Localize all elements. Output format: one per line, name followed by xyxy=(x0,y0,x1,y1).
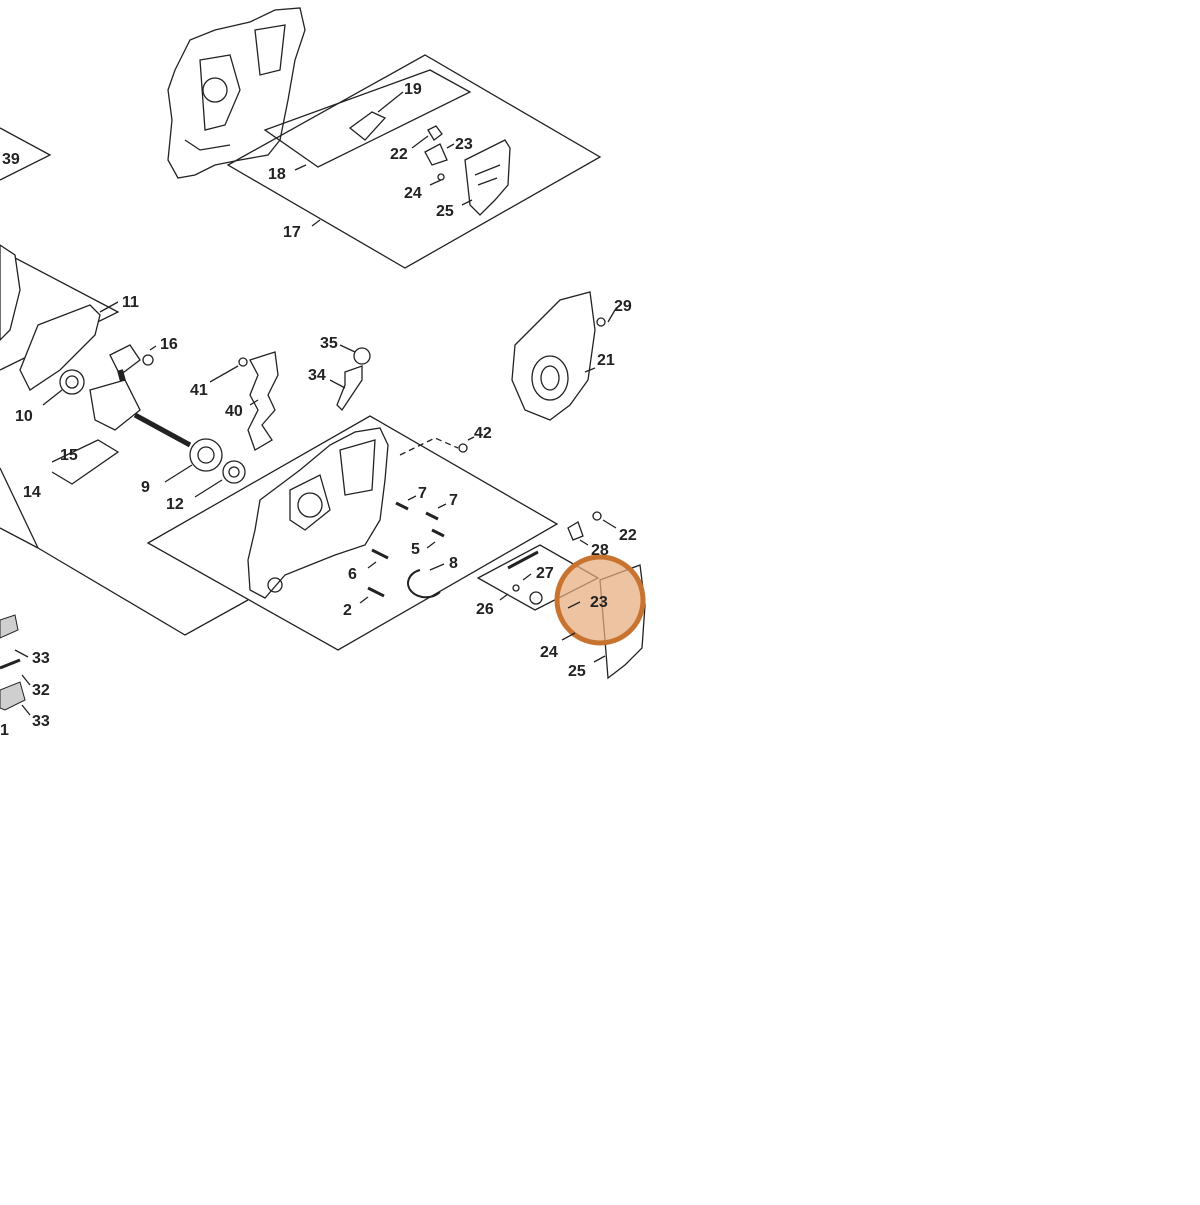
screws-7-5-6-2 xyxy=(367,501,445,598)
callout-label: 1 xyxy=(0,722,9,739)
callout-label: 19 xyxy=(404,81,422,98)
callout-label: 7 xyxy=(449,492,458,509)
part-33-32-left xyxy=(0,614,26,711)
part-8-circlip xyxy=(407,569,441,599)
part-19 xyxy=(348,95,399,141)
connector-42 xyxy=(399,437,468,456)
assembly-box-main xyxy=(0,415,559,651)
callout-label: 15 xyxy=(60,447,78,464)
part-21-fan-housing xyxy=(511,291,606,421)
callout-labels: 19 23 22 18 24 25 17 39 11 16 29 21 35 3… xyxy=(0,81,637,739)
part-22-28-right xyxy=(567,511,602,541)
callout-label: 10 xyxy=(15,408,33,425)
callout-label: 18 xyxy=(268,166,286,183)
callout-label: 32 xyxy=(32,682,50,699)
callout-label: 23 xyxy=(455,136,473,153)
part-25 xyxy=(464,139,511,216)
callout-label: 5 xyxy=(411,541,420,558)
callout-label: 24 xyxy=(404,185,422,202)
assembly-box-17 xyxy=(226,54,602,269)
callout-label: 22 xyxy=(619,527,637,544)
callout-label: 33 xyxy=(32,650,50,667)
callout-label: 24 xyxy=(540,644,558,661)
callout-label: 25 xyxy=(436,203,454,220)
crankcase-main xyxy=(247,427,389,599)
part-35-34 xyxy=(336,347,371,412)
part-41 xyxy=(238,357,248,367)
callout-label: 39 xyxy=(2,151,20,168)
callout-label: 22 xyxy=(390,146,408,163)
callout-label: 42 xyxy=(474,425,492,442)
callout-label: 23 xyxy=(590,594,608,611)
part-22-23-24 xyxy=(424,125,448,181)
callout-label: 7 xyxy=(418,485,427,502)
part-9-bearing xyxy=(189,438,223,472)
callout-label: 28 xyxy=(591,542,609,559)
callout-label: 29 xyxy=(614,298,632,315)
part-12-seal xyxy=(222,460,246,484)
callout-label: 35 xyxy=(320,335,338,352)
callout-label: 2 xyxy=(343,602,352,619)
callout-label: 12 xyxy=(166,496,184,513)
callout-label: 8 xyxy=(449,555,458,572)
crankcase-half-top xyxy=(167,7,306,179)
callout-label: 6 xyxy=(348,566,357,583)
callout-label: 34 xyxy=(308,367,326,384)
callout-label: 41 xyxy=(190,382,208,399)
crankshaft-conrod xyxy=(89,344,192,448)
callout-label: 40 xyxy=(225,403,243,420)
leader-lines xyxy=(14,91,617,716)
callout-label: 11 xyxy=(122,294,139,311)
left-partial-box xyxy=(0,127,120,371)
callout-label: 21 xyxy=(597,352,615,369)
part-40-chain-catcher xyxy=(247,351,279,451)
part-11-gasket xyxy=(19,301,119,391)
callout-label: 25 xyxy=(568,663,586,680)
callout-label: 14 xyxy=(23,484,41,501)
callout-label: 33 xyxy=(32,713,50,730)
assembly-box-14 xyxy=(51,439,120,485)
assembly-box-18 xyxy=(263,69,472,168)
part-10-seal xyxy=(59,369,85,395)
callout-label: 16 xyxy=(160,336,178,353)
callout-label: 27 xyxy=(536,565,554,582)
callout-label: 17 xyxy=(283,224,301,241)
callout-label: 26 xyxy=(476,601,494,618)
callout-label: 9 xyxy=(141,479,150,496)
highlight-circle xyxy=(554,554,646,646)
